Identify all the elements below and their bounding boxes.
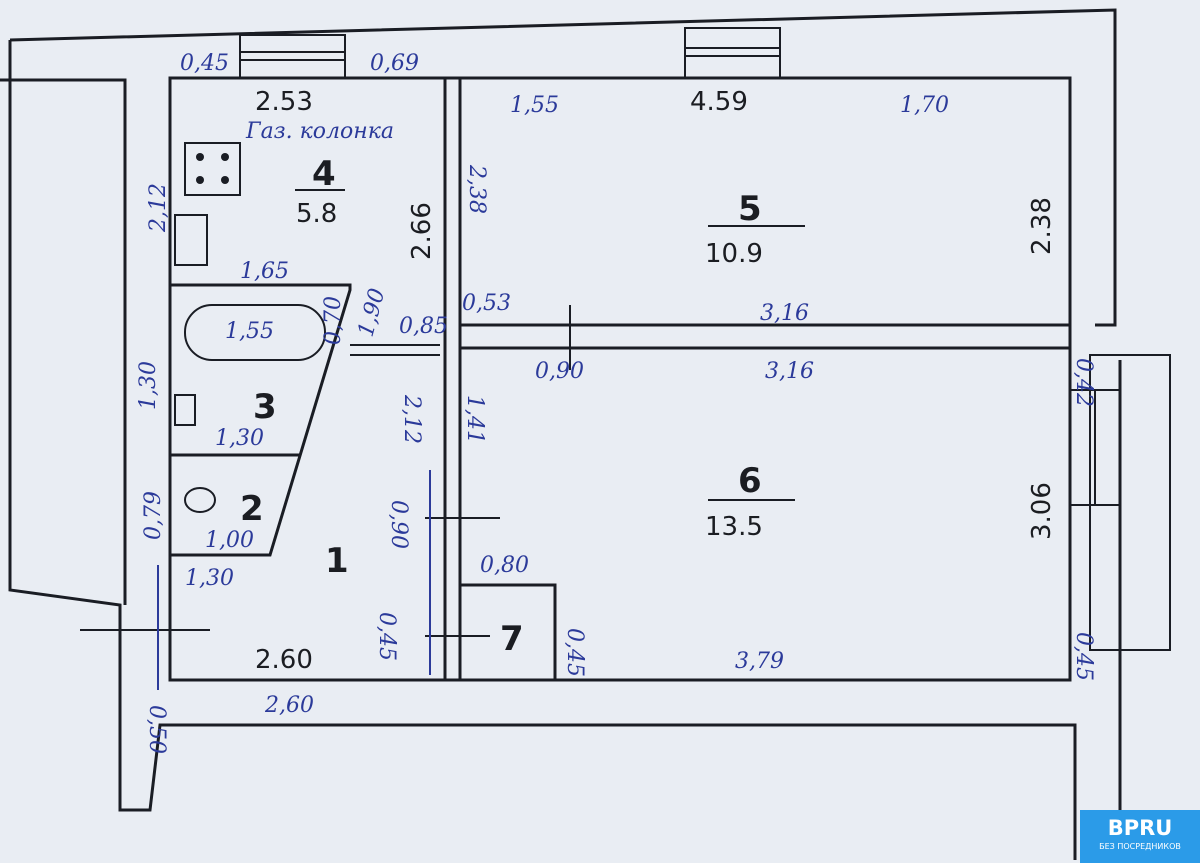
hw-dim: 2,12 bbox=[146, 183, 171, 233]
hw-dim: 0,70 bbox=[321, 296, 346, 345]
bathtub-icon bbox=[184, 304, 326, 361]
sink-icon bbox=[174, 394, 196, 426]
hw-dim: 1,55 bbox=[225, 319, 274, 344]
dim-hall-width: 2.60 bbox=[255, 645, 313, 675]
hw-dim: 0,42 bbox=[1071, 358, 1096, 407]
dim-kitchen-height: 2.66 bbox=[407, 202, 437, 260]
dim-room5-height: 2.38 bbox=[1027, 197, 1057, 255]
dim-room5-width: 4.59 bbox=[690, 87, 748, 117]
room-2-number: 2 bbox=[240, 489, 264, 529]
hw-dim: 3,79 bbox=[735, 649, 784, 674]
hw-dim: 1,65 bbox=[240, 259, 289, 284]
room-3-number: 3 bbox=[253, 387, 277, 427]
room-1-number: 1 bbox=[325, 541, 349, 581]
printed-labels: 2.53 4 5.8 2.66 4.59 5 10.9 2.38 3 2 1 2… bbox=[240, 87, 1057, 675]
hw-dim: 1,90 bbox=[354, 286, 391, 340]
hw-dim: 1,70 bbox=[900, 93, 949, 118]
hw-dim: 0,45 bbox=[180, 51, 229, 76]
hw-dim: 0,85 bbox=[399, 314, 448, 339]
logo-tagline: БЕЗ ПОСРЕДНИКОВ bbox=[1099, 842, 1181, 851]
hw-dim: 0,53 bbox=[462, 291, 511, 316]
room-6-area: 13.5 bbox=[705, 512, 763, 542]
room-5-area: 10.9 bbox=[705, 239, 763, 269]
hw-dim: 2,12 bbox=[399, 394, 424, 444]
gas-column-note: Газ. колонка bbox=[245, 119, 394, 144]
hw-dim: 0,45 bbox=[1071, 632, 1096, 681]
bpru-logo: BPRU БЕЗ ПОСРЕДНИКОВ bbox=[1080, 810, 1200, 863]
hw-dim: 3,16 bbox=[765, 359, 814, 384]
hw-dim: 0,45 bbox=[562, 628, 587, 677]
hw-dim: 0,80 bbox=[480, 553, 529, 578]
room-4-area: 5.8 bbox=[296, 199, 337, 229]
hw-dim: 0,90 bbox=[386, 500, 411, 549]
hw-dim: 1,41 bbox=[462, 395, 487, 444]
walls bbox=[0, 8, 1171, 860]
dim-room6-height: 3.06 bbox=[1027, 482, 1057, 540]
hw-dim: 1,00 bbox=[205, 528, 254, 553]
handwritten-dimensions: 0,45 0,69 1,55 1,70 2,12 2,38 Газ. колон… bbox=[136, 51, 1096, 754]
toilet-icon bbox=[184, 487, 216, 513]
logo-brand: BPRU bbox=[1107, 816, 1173, 840]
room-6-number: 6 bbox=[738, 461, 762, 501]
boiler-icon bbox=[174, 214, 208, 266]
hw-dim: 1,55 bbox=[510, 93, 559, 118]
room-4-number: 4 bbox=[312, 154, 336, 194]
hw-dim: 2,60 bbox=[264, 693, 314, 718]
hw-dim: 0,90 bbox=[535, 359, 584, 384]
hw-dim: 0,45 bbox=[374, 612, 399, 661]
hw-dim: 1,30 bbox=[215, 426, 264, 451]
dim-kitchen-width: 2.53 bbox=[255, 87, 313, 117]
room-7-number: 7 bbox=[500, 619, 524, 659]
hw-dim: 1,30 bbox=[185, 566, 234, 591]
hw-dim: 3,16 bbox=[760, 301, 809, 326]
stove-icon bbox=[184, 142, 241, 196]
fixtures bbox=[80, 142, 571, 690]
hw-dim: 0,79 bbox=[141, 491, 166, 540]
hw-dim: 1,30 bbox=[136, 361, 161, 410]
hw-dim: 2,38 bbox=[464, 164, 489, 214]
room-5-number: 5 bbox=[738, 189, 762, 229]
hw-dim: 0,50 bbox=[144, 705, 169, 754]
hw-dim: 0,69 bbox=[370, 51, 419, 76]
